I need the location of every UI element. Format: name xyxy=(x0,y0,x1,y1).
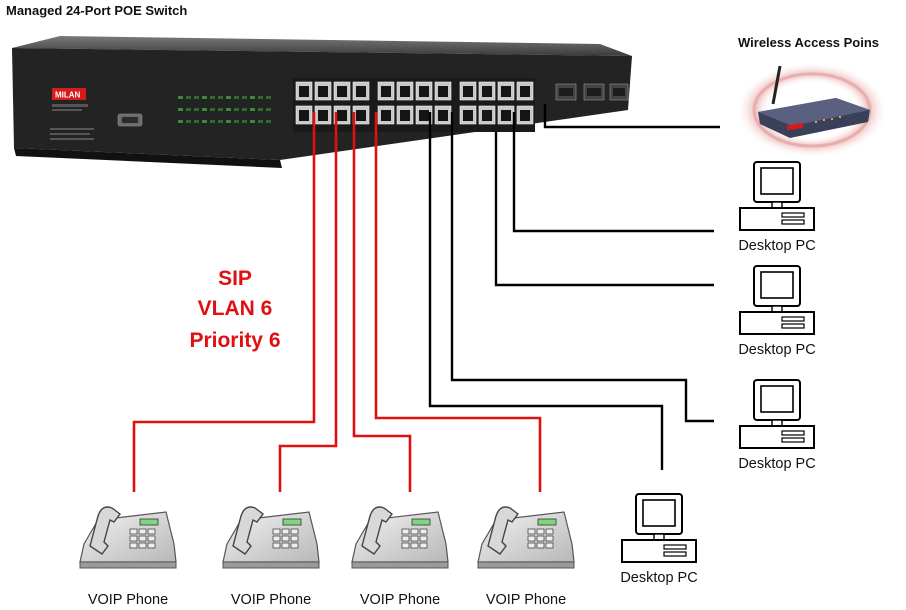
cable-desktop-1 xyxy=(512,112,714,233)
sip-cable-phone-1 xyxy=(132,112,316,492)
vlan-annotation: SIP VLAN 6 Priority 6 xyxy=(189,267,280,352)
desktop-pc-1: Desktop PC xyxy=(738,161,816,254)
cable-desktop-3 xyxy=(450,112,714,423)
sip-cable-phone-2 xyxy=(278,112,338,492)
desktop-pc-label: Desktop PC xyxy=(620,570,697,586)
vlan-id-text: VLAN 6 xyxy=(198,297,273,320)
desktop-computer-icon xyxy=(739,379,815,449)
voip-phone-2: VOIP Phone xyxy=(222,506,320,608)
antenna-icon xyxy=(771,65,782,105)
rj45-port-block xyxy=(293,78,535,132)
sip-cable-phone-4 xyxy=(374,112,542,492)
voip-phone-1: VOIP Phone xyxy=(79,506,177,608)
desktop-computer-icon xyxy=(739,265,815,335)
wireless-access-point: Wireless Access Poins xyxy=(736,35,888,158)
desktop-pc-3: Desktop PC xyxy=(738,379,816,472)
desk-phone-icon xyxy=(351,506,449,569)
poe-switch: MILAN xyxy=(12,36,632,168)
desk-phone-icon xyxy=(222,506,320,569)
brand-logo: MILAN xyxy=(52,88,88,111)
sip-vlan-cables xyxy=(132,112,542,492)
voip-phone-3: VOIP Phone xyxy=(351,506,449,608)
switch-fineprint xyxy=(50,128,94,140)
desk-phone-icon xyxy=(477,506,575,569)
vlan-priority-text: Priority 6 xyxy=(189,329,280,352)
diagram-title: Managed 24-Port POE Switch xyxy=(6,3,187,18)
console-port xyxy=(117,113,143,127)
desk-phone-icon xyxy=(79,506,177,569)
desktop-pc-label: Desktop PC xyxy=(738,342,815,358)
vlan-protocol-text: SIP xyxy=(218,267,252,290)
voip-phone-4: VOIP Phone xyxy=(477,506,575,608)
sfp-slots xyxy=(555,83,629,101)
cable-desktop-4 xyxy=(428,112,664,470)
desktop-pc-label: Desktop PC xyxy=(738,238,815,254)
desktop-pc-4: Desktop PC xyxy=(620,493,698,586)
access-point-label: Wireless Access Poins xyxy=(738,35,879,50)
svg-text:MILAN: MILAN xyxy=(55,91,81,100)
led-panel xyxy=(178,96,271,123)
sip-cable-phone-3 xyxy=(352,112,412,492)
cable-access-point xyxy=(543,104,720,129)
desktop-pc-label: Desktop PC xyxy=(738,456,815,472)
data-cables xyxy=(428,104,720,470)
voip-phone-label: VOIP Phone xyxy=(231,592,311,608)
desktop-computer-icon xyxy=(621,493,697,563)
desktop-pc-2: Desktop PC xyxy=(738,265,816,358)
voip-phone-label: VOIP Phone xyxy=(486,592,566,608)
cable-desktop-2 xyxy=(494,132,714,287)
desktop-computer-icon xyxy=(739,161,815,231)
voip-phone-label: VOIP Phone xyxy=(88,592,168,608)
voip-phone-label: VOIP Phone xyxy=(360,592,440,608)
